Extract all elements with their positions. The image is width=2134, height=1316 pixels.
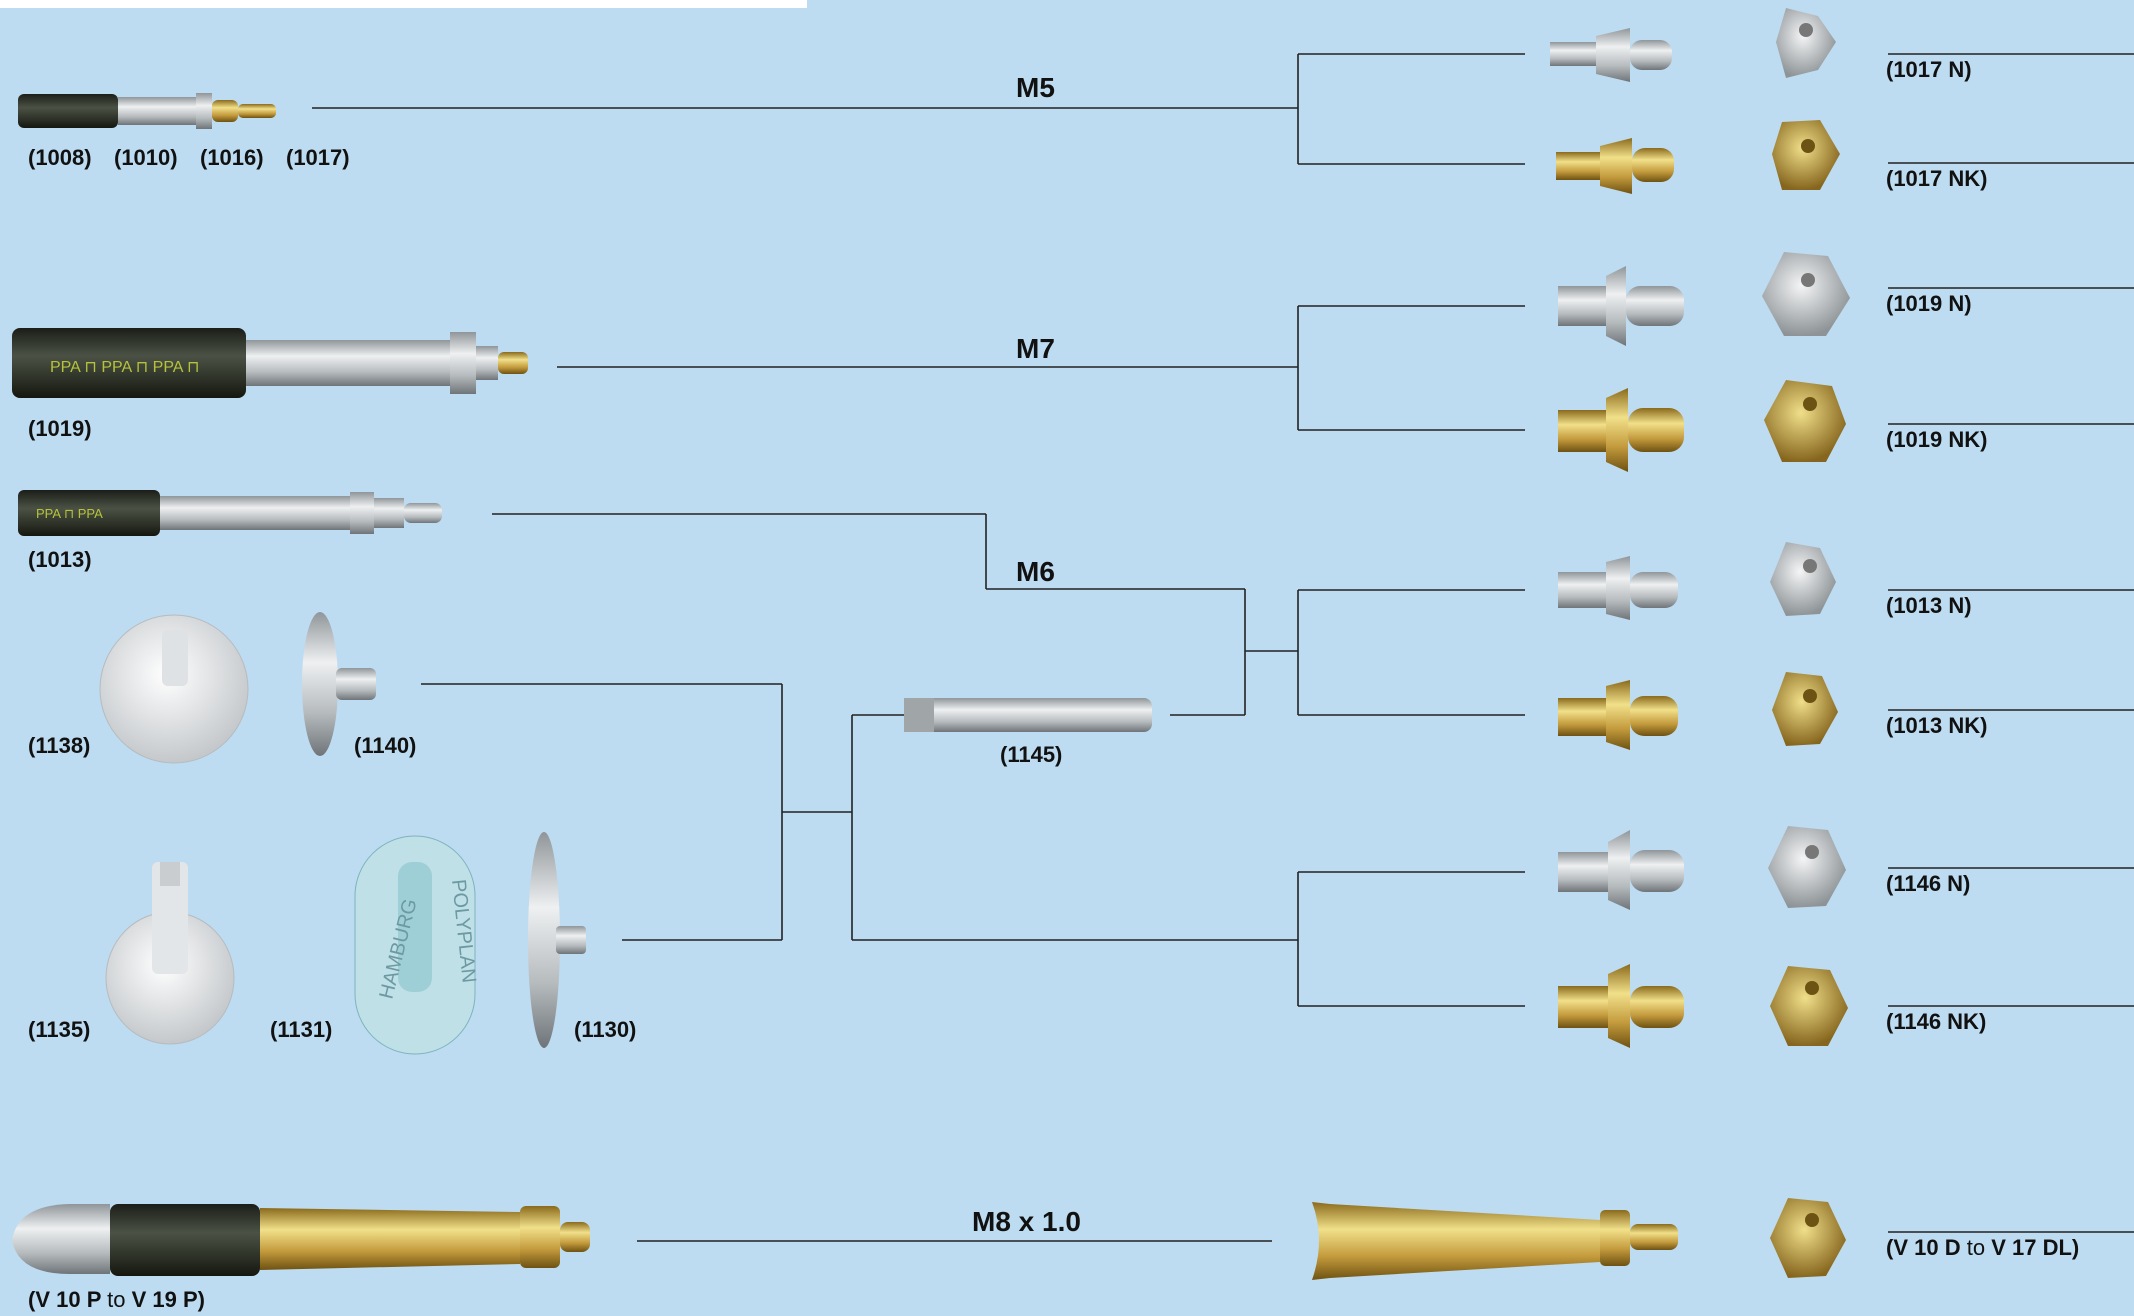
thread-label-m8: M8 x 1.0 bbox=[972, 1206, 1081, 1238]
connector-line-group bbox=[312, 54, 2134, 1241]
nipple-1146nk-top-image bbox=[1770, 966, 1848, 1046]
nipple-1013nk-top-image bbox=[1772, 672, 1838, 746]
coupler-v10p-image bbox=[12, 1204, 590, 1276]
extension-v10d-image bbox=[1312, 1202, 1678, 1280]
nipple-v10d-top-image bbox=[1770, 1198, 1846, 1278]
range-end: V 19 P) bbox=[132, 1287, 205, 1312]
part-label-v10d-range: (V 10 D to V 17 DL) bbox=[1886, 1235, 2079, 1261]
part-label-1135: (1135) bbox=[28, 1017, 90, 1043]
range-start: (V 10 P bbox=[28, 1287, 101, 1312]
nipple-1146n-side-image bbox=[1558, 830, 1684, 910]
adapter-1145-image bbox=[904, 698, 1152, 732]
nipple-1013n-top-image bbox=[1770, 542, 1836, 616]
nipple-1017nk-side-image bbox=[1556, 138, 1674, 194]
range-end: V 17 DL) bbox=[1991, 1235, 2079, 1260]
nipple-1019nk-top-image bbox=[1764, 380, 1846, 462]
part-label-1130: (1130) bbox=[574, 1017, 636, 1043]
nipple-1146nk-side-image bbox=[1558, 964, 1684, 1048]
nipple-1017n-top-image bbox=[1776, 8, 1836, 78]
part-label-1019n: (1019 N) bbox=[1886, 291, 1972, 317]
thread-label-m7: M7 bbox=[1016, 333, 1055, 365]
nipple-1019n-side-image bbox=[1558, 266, 1684, 346]
coupler-1019-image: PPA ⊓ PPA ⊓ PPA ⊓ bbox=[12, 328, 528, 398]
nipple-1017n-side-image bbox=[1550, 28, 1672, 82]
adapter-1138-image bbox=[100, 615, 248, 763]
nipple-1013nk-side-image bbox=[1558, 680, 1678, 750]
part-label-1019: (1019) bbox=[28, 416, 92, 442]
part-label-1145: (1145) bbox=[1000, 742, 1062, 768]
svg-text:PPA ⊓ PPA: PPA ⊓ PPA bbox=[36, 506, 103, 521]
part-label-1017: (1017) bbox=[286, 145, 350, 171]
nipple-1017nk-top-image bbox=[1772, 120, 1840, 190]
part-label-1138: (1138) bbox=[28, 733, 90, 759]
range-to-word: to bbox=[1967, 1235, 1985, 1260]
part-label-1013n: (1013 N) bbox=[1886, 593, 1972, 619]
range-to-word: to bbox=[107, 1287, 125, 1312]
part-label-1140: (1140) bbox=[354, 733, 416, 759]
nipple-1013n-side-image bbox=[1558, 556, 1678, 620]
adapter-1131-image: HAMBURG POLYPLAN bbox=[355, 836, 480, 1054]
thread-label-m5: M5 bbox=[1016, 72, 1055, 104]
part-label-1016: (1016) bbox=[200, 145, 264, 171]
part-label-1013: (1013) bbox=[28, 547, 92, 573]
nipple-1019n-top-image bbox=[1762, 252, 1850, 336]
coupler-1008-image bbox=[18, 93, 276, 129]
nipple-1019nk-side-image bbox=[1558, 388, 1684, 472]
range-start: (V 10 D bbox=[1886, 1235, 1961, 1260]
thread-label-m6: M6 bbox=[1016, 556, 1055, 588]
part-label-1146n: (1146 N) bbox=[1886, 871, 1970, 897]
part-label-v10p-range: (V 10 P to V 19 P) bbox=[28, 1287, 205, 1313]
part-label-1146nk: (1146 NK) bbox=[1886, 1009, 1986, 1035]
coupler-1013-image: PPA ⊓ PPA bbox=[18, 490, 442, 536]
part-label-1017n: (1017 N) bbox=[1886, 57, 1972, 83]
part-label-1017nk: (1017 NK) bbox=[1886, 166, 1987, 192]
part-label-1013nk: (1013 NK) bbox=[1886, 713, 1987, 739]
svg-text:PPA ⊓ PPA ⊓ PPA ⊓: PPA ⊓ PPA ⊓ PPA ⊓ bbox=[50, 359, 200, 376]
adapter-1135-image bbox=[106, 862, 234, 1044]
part-label-1131: (1131) bbox=[270, 1017, 332, 1043]
nipple-1146n-top-image bbox=[1768, 826, 1846, 908]
part-label-1019nk: (1019 NK) bbox=[1886, 427, 1987, 453]
part-label-1010: (1010) bbox=[114, 145, 178, 171]
part-label-1008: (1008) bbox=[28, 145, 92, 171]
adapter-1130-image bbox=[528, 832, 586, 1048]
